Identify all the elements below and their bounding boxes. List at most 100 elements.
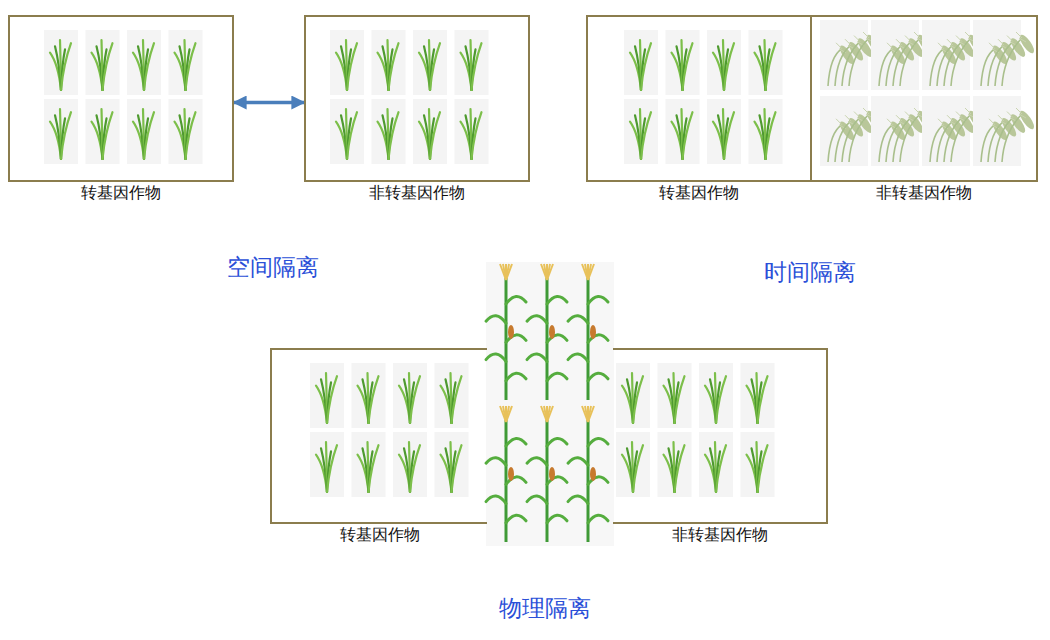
grass-blade	[641, 112, 651, 159]
plant-tile	[699, 432, 733, 497]
plant-tile	[435, 432, 469, 497]
grass-blade	[724, 43, 734, 90]
plant-tile	[699, 363, 733, 428]
plant-tile	[666, 99, 700, 164]
plant-tile	[352, 432, 386, 497]
wheat-awn	[1007, 36, 1017, 46]
grass-blade	[186, 112, 196, 159]
plant-tile	[820, 20, 868, 90]
corn-tassel	[506, 406, 512, 422]
plant-tile	[616, 363, 650, 428]
corn-leaf	[568, 496, 588, 504]
grass-blade	[430, 112, 440, 159]
corn-tassel	[500, 406, 506, 422]
plant-tile	[330, 30, 364, 95]
grass-blade	[633, 445, 643, 492]
corn-cob	[549, 467, 555, 481]
grass-blade	[430, 43, 440, 90]
grass-blade	[716, 376, 726, 423]
corn-leaf	[527, 316, 547, 324]
plant-tile	[741, 363, 775, 428]
grass-blade	[683, 43, 693, 90]
plant-tile	[127, 30, 161, 95]
plant-tile	[127, 99, 161, 164]
grass-blade	[633, 376, 643, 423]
plant-tile	[44, 99, 78, 164]
method-caption: 时间隔离	[764, 257, 856, 288]
corn-leaf	[527, 496, 547, 504]
plant-tile	[330, 99, 364, 164]
crop-field-box: 非转基因作物	[613, 348, 828, 524]
grass-blade	[347, 43, 357, 90]
grass-blade	[61, 43, 71, 90]
plant-tile	[86, 99, 120, 164]
wheat-stalk	[995, 118, 1013, 162]
grass-blade	[472, 43, 482, 90]
grass-blade	[389, 112, 399, 159]
plant-tile	[658, 432, 692, 497]
corn-leaf	[486, 354, 506, 362]
plant-tile	[393, 363, 427, 428]
grass-blade	[675, 445, 685, 492]
wheat-awn	[854, 112, 864, 122]
wheat-awn	[1007, 112, 1017, 122]
field-label: 非转基因作物	[286, 183, 548, 203]
plant-tile	[658, 363, 692, 428]
field-label: 非转基因作物	[792, 183, 1050, 203]
corn-leaf	[588, 373, 608, 381]
method-caption: 物理隔离	[499, 593, 591, 624]
wheat-awn	[1016, 32, 1026, 42]
plant-tile	[413, 30, 447, 95]
plant-tile	[352, 363, 386, 428]
grass-blade	[758, 376, 768, 423]
corn-leaf	[568, 458, 588, 466]
plant-tile	[616, 432, 650, 497]
wheat-awn	[956, 112, 966, 122]
corn-leaf	[506, 373, 526, 381]
grass-blade	[61, 112, 71, 159]
corn-cob	[549, 325, 555, 339]
plant-tile	[922, 96, 970, 166]
plant-tile	[871, 20, 919, 90]
corn-leaf	[527, 354, 547, 362]
field-label: 转基因作物	[568, 183, 830, 203]
crop-field-box: 非转基因作物	[810, 15, 1038, 182]
corn-tassel	[547, 264, 553, 280]
grass-blade	[766, 43, 776, 90]
plant-tile	[310, 363, 344, 428]
plant-tile	[372, 99, 406, 164]
grass-blade	[186, 43, 196, 90]
plant-tile	[455, 30, 489, 95]
wheat-stalk	[1002, 38, 1022, 86]
grass-blade	[144, 43, 154, 90]
corn-tassel	[506, 264, 512, 280]
wheat-stalk	[995, 42, 1013, 86]
corn-tassel	[582, 406, 588, 422]
wheat-stalk	[849, 38, 869, 86]
corn-tassel	[500, 264, 506, 280]
plant-tile	[169, 99, 203, 164]
plant-tile	[169, 30, 203, 95]
plant-tile	[741, 432, 775, 497]
corn-cob	[508, 467, 514, 481]
wheat-stalk	[842, 118, 860, 162]
corn-cob	[590, 325, 596, 339]
method-caption: 空间隔离	[227, 252, 319, 283]
wheat-stalk	[944, 118, 962, 162]
wheat-stalk	[842, 42, 860, 86]
grass-blade	[641, 43, 651, 90]
wheat-awn	[905, 112, 915, 122]
corn-leaf	[486, 496, 506, 504]
plant-tile	[922, 20, 970, 90]
wheat-awn	[956, 36, 966, 46]
grass-blade	[452, 376, 462, 423]
plant-tile	[749, 99, 783, 164]
crop-field-box: 转基因作物	[586, 15, 812, 182]
plant-tile	[666, 30, 700, 95]
grass-blade	[758, 445, 768, 492]
grass-blade	[724, 112, 734, 159]
grass-blade	[103, 112, 113, 159]
corn-leaf	[547, 438, 567, 446]
corn-leaf	[588, 438, 608, 446]
